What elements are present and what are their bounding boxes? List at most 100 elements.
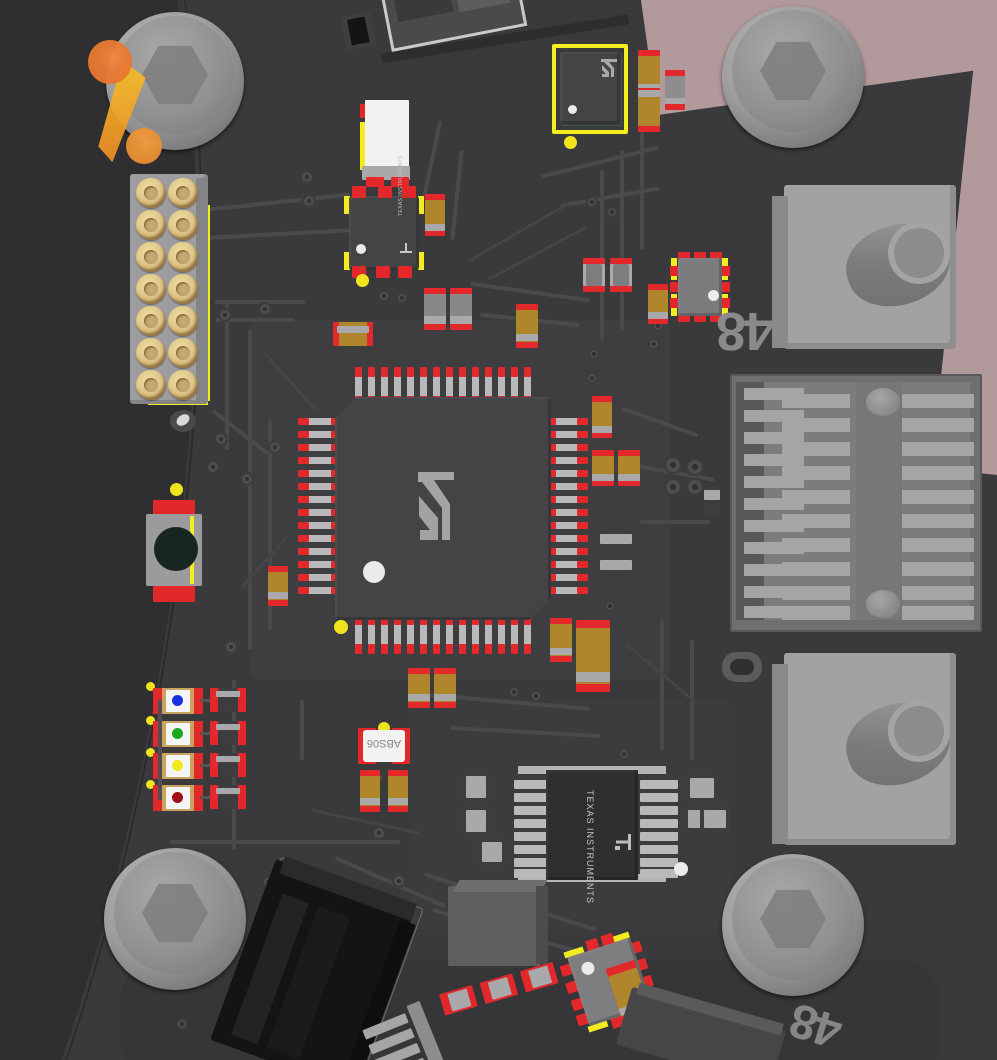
led-trace xyxy=(200,732,212,735)
via xyxy=(586,196,598,208)
trace-left-vert-2 xyxy=(248,330,252,650)
socket-contact xyxy=(744,432,804,444)
via xyxy=(302,194,316,208)
ti-logo-icon xyxy=(615,834,631,850)
white-comp-pad-left xyxy=(360,104,368,118)
mcu-marker-dot xyxy=(334,620,348,634)
led-die xyxy=(172,792,183,803)
barrel-jack-opening[interactable] xyxy=(888,700,950,762)
socket-contact xyxy=(744,454,804,466)
socket-fin xyxy=(902,514,974,528)
switch-marker-dot xyxy=(170,483,183,496)
socket-fin xyxy=(782,466,850,480)
via xyxy=(268,440,282,454)
socket-fin xyxy=(782,606,850,620)
ti-small-lead xyxy=(402,186,416,198)
via xyxy=(508,686,520,698)
socket-fin xyxy=(902,562,974,576)
st-logo-icon xyxy=(601,59,617,77)
via xyxy=(530,690,542,702)
white-comp-body xyxy=(365,100,409,170)
socket-fin xyxy=(902,538,974,552)
ti-small-lead xyxy=(378,186,392,198)
mcu-pin1-marker xyxy=(363,561,385,583)
via xyxy=(176,1018,188,1030)
led-marker-dot xyxy=(146,716,155,725)
qfn-pad xyxy=(694,252,706,262)
via xyxy=(224,640,238,654)
header-pin-hole xyxy=(176,282,190,296)
via xyxy=(686,458,704,476)
via xyxy=(664,456,682,474)
header-pin-hole xyxy=(176,250,190,264)
led-trace xyxy=(200,699,212,702)
socket-fin xyxy=(902,490,974,504)
socket-boss-top xyxy=(866,388,900,416)
oval-test-pad-inner xyxy=(730,659,754,675)
trace-right-run-2 xyxy=(620,150,624,330)
ti-soic-lead xyxy=(640,780,678,789)
trace-bottom-right xyxy=(660,620,664,750)
ti-soic-lead xyxy=(640,845,678,854)
silk-48-right: 48 xyxy=(718,301,775,361)
via xyxy=(258,302,272,316)
via xyxy=(206,460,220,474)
via xyxy=(588,348,600,360)
led-marker-dot xyxy=(146,748,155,757)
trace-right-lower-3 xyxy=(640,520,710,524)
socket-fin xyxy=(902,394,974,408)
ti-soic-lead xyxy=(640,793,678,802)
via xyxy=(378,290,390,302)
header-pin-hole xyxy=(176,186,190,200)
trace-group-left-mid-2 xyxy=(215,318,295,322)
socket-center-pillar xyxy=(856,382,902,620)
via xyxy=(300,170,314,184)
qfn-pad xyxy=(720,298,730,308)
ti-small-lead xyxy=(398,266,412,278)
st-logo-icon xyxy=(418,472,454,540)
qfn-pad xyxy=(720,266,730,276)
trace-bottom-left-long xyxy=(170,840,400,844)
qfn-pad xyxy=(678,252,690,262)
crystal-body xyxy=(363,730,405,762)
ti-soic-lead xyxy=(514,832,554,841)
led-marker-dot xyxy=(146,682,155,691)
header-pin-hole xyxy=(144,250,158,264)
header-pin-hole xyxy=(144,282,158,296)
via xyxy=(606,206,618,218)
socket-fin xyxy=(902,606,974,620)
ti-small-marker-dot xyxy=(356,274,369,287)
header-body-side xyxy=(196,178,208,402)
pin1-marker xyxy=(674,862,688,876)
via xyxy=(586,372,598,384)
socket-fin xyxy=(782,490,850,504)
header-pin-hole xyxy=(144,314,158,328)
ti-soic-lead xyxy=(640,869,678,878)
white-comp-base xyxy=(362,166,410,180)
trace-right-run-1 xyxy=(600,170,604,340)
ti-soic-lead xyxy=(514,845,554,854)
socket-fin xyxy=(782,538,850,552)
via xyxy=(372,826,386,840)
qfn-pad xyxy=(720,282,730,292)
barrel-jack-opening[interactable] xyxy=(888,222,950,284)
switch-actuator[interactable] xyxy=(154,527,198,571)
socket-fin xyxy=(782,442,850,456)
via xyxy=(240,472,254,486)
ti-logo-icon xyxy=(400,243,412,253)
ti-small-hl-br xyxy=(418,252,424,270)
qfn-pad xyxy=(678,312,690,322)
st-qfn-highlight xyxy=(552,44,628,134)
header-pin-hole xyxy=(144,378,158,392)
led-die xyxy=(172,760,183,771)
ti-small-body xyxy=(349,196,419,270)
socket-boss-bottom xyxy=(866,590,900,618)
ti-soic-lead xyxy=(514,806,554,815)
socket-fin xyxy=(782,514,850,528)
qfn-pad xyxy=(670,266,680,276)
socket-fin xyxy=(782,562,850,576)
socket-fin xyxy=(782,394,850,408)
ti-small-lead xyxy=(376,266,390,278)
white-comp-pad-1 xyxy=(366,177,384,187)
